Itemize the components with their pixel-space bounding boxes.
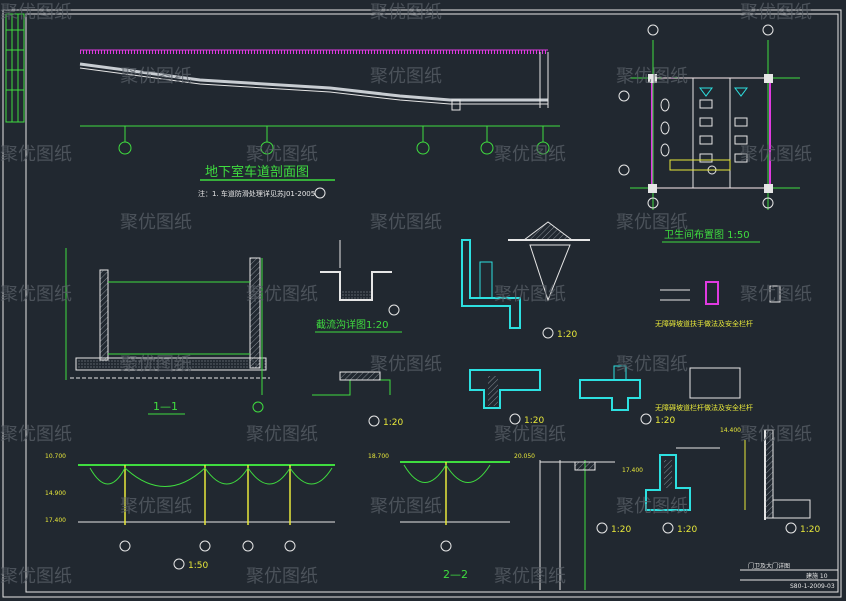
detail-5: 1:20 bbox=[579, 365, 675, 426]
section-2-2: 18.700 2—2 bbox=[368, 453, 510, 581]
detail-5-scale: 1:20 bbox=[655, 416, 675, 426]
detail-3-scale: 1:20 bbox=[383, 418, 403, 428]
svg-text:聚优图纸: 聚优图纸 bbox=[246, 284, 318, 305]
svg-text:聚优图纸: 聚优图纸 bbox=[494, 284, 566, 305]
svg-text:聚优图纸: 聚优图纸 bbox=[370, 66, 442, 87]
axis-bubble bbox=[118, 141, 132, 155]
svg-text:聚优图纸: 聚优图纸 bbox=[0, 2, 72, 23]
railing-note-1: 无障碍坡道扶手做法及安全栏杆 bbox=[655, 319, 753, 328]
elev-5: 20.050 bbox=[514, 453, 535, 460]
toilet-plan-title: 卫生间布置图 1:50 bbox=[664, 228, 750, 241]
svg-text:聚优图纸: 聚优图纸 bbox=[740, 284, 812, 305]
svg-text:聚优图纸: 聚优图纸 bbox=[0, 566, 72, 587]
trench-detail-title: 截流沟详图1:20 bbox=[316, 318, 388, 331]
detail-3: 1:20 bbox=[312, 371, 403, 428]
sheet-border bbox=[2, 9, 842, 598]
axis-bubble bbox=[480, 141, 494, 155]
elev-7: 14.400 bbox=[720, 427, 741, 434]
detail-8-scale: 1:20 bbox=[677, 525, 697, 535]
title-block-project: 门卫及大门详图 bbox=[748, 562, 790, 570]
detail-4-scale: 1:20 bbox=[524, 416, 544, 426]
svg-text:聚优图纸: 聚优图纸 bbox=[0, 144, 72, 165]
svg-text:聚优图纸: 聚优图纸 bbox=[120, 496, 192, 517]
svg-text:聚优图纸: 聚优图纸 bbox=[494, 144, 566, 165]
ramp-section: 地下室车道剖面图 注：1. 车道防滑处理详见苏J01-2005 bbox=[79, 49, 560, 199]
detail-9: 14.400 1:20 bbox=[720, 427, 820, 535]
elev-4: 18.700 bbox=[368, 453, 389, 460]
elev-1: 10.700 bbox=[45, 453, 66, 460]
railing-details: 无障碍坡道扶手做法及安全栏杆 无障碍坡道栏杆做法及安全栏杆 bbox=[655, 281, 781, 412]
railing-note-2: 无障碍坡道栏杆做法及安全栏杆 bbox=[655, 403, 753, 412]
toilet-plan: 卫生间布置图 1:50 bbox=[618, 24, 800, 243]
svg-text:聚优图纸: 聚优图纸 bbox=[370, 496, 442, 517]
svg-text:聚优图纸: 聚优图纸 bbox=[616, 212, 688, 233]
svg-text:聚优图纸: 聚优图纸 bbox=[370, 212, 442, 233]
svg-text:聚优图纸: 聚优图纸 bbox=[740, 424, 812, 445]
title-block-sheet: 建施 10 bbox=[806, 572, 828, 580]
section-2-2-title: 2—2 bbox=[443, 568, 468, 581]
svg-text:聚优图纸: 聚优图纸 bbox=[120, 354, 192, 375]
title-block: 门卫及大门详图 建施 10 S80-1-2009-03 bbox=[740, 562, 838, 590]
svg-text:聚优图纸: 聚优图纸 bbox=[616, 66, 688, 87]
svg-text:聚优图纸: 聚优图纸 bbox=[740, 144, 812, 165]
detail-8: 17.400 1:20 bbox=[622, 447, 720, 535]
trench-detail: 截流沟详图1:20 bbox=[315, 240, 402, 333]
svg-text:聚优图纸: 聚优图纸 bbox=[0, 424, 72, 445]
svg-text:聚优图纸: 聚优图纸 bbox=[246, 144, 318, 165]
svg-text:聚优图纸: 聚优图纸 bbox=[370, 354, 442, 375]
detail-6-elevation: 10.700 14.900 17.400 1:50 bbox=[45, 453, 335, 571]
elev-6: 17.400 bbox=[622, 467, 643, 474]
detail-7: 20.050 1:20 bbox=[514, 453, 631, 590]
svg-text:聚优图纸: 聚优图纸 bbox=[120, 66, 192, 87]
axis-bubble bbox=[416, 141, 430, 155]
svg-text:聚优图纸: 聚优图纸 bbox=[0, 284, 72, 305]
svg-text:聚优图纸: 聚优图纸 bbox=[494, 424, 566, 445]
ramp-note: 注：1. 车道防滑处理详见苏J01-2005 bbox=[198, 189, 315, 198]
detail-6-scale: 1:50 bbox=[188, 561, 208, 571]
svg-text:聚优图纸: 聚优图纸 bbox=[616, 354, 688, 375]
svg-text:聚优图纸: 聚优图纸 bbox=[616, 496, 688, 517]
svg-text:聚优图纸: 聚优图纸 bbox=[246, 566, 318, 587]
detail-2-scale: 1:20 bbox=[557, 330, 577, 340]
inner-frame bbox=[25, 13, 839, 593]
detail-2: 1:20 bbox=[461, 221, 590, 340]
svg-text:聚优图纸: 聚优图纸 bbox=[120, 212, 192, 233]
binding-strip bbox=[5, 13, 25, 123]
svg-text:聚优图纸: 聚优图纸 bbox=[494, 566, 566, 587]
svg-text:聚优图纸: 聚优图纸 bbox=[246, 424, 318, 445]
svg-text:聚优图纸: 聚优图纸 bbox=[740, 2, 812, 23]
elev-2: 14.900 bbox=[45, 490, 66, 497]
ramp-section-title: 地下室车道剖面图 bbox=[205, 164, 309, 180]
title-block-number: S80-1-2009-03 bbox=[790, 583, 835, 590]
detail-7-scale: 1:20 bbox=[611, 525, 631, 535]
svg-text:聚优图纸: 聚优图纸 bbox=[370, 2, 442, 23]
detail-4: 1:20 bbox=[469, 369, 544, 426]
axis-bubble bbox=[260, 141, 274, 155]
elev-3: 17.400 bbox=[45, 517, 66, 524]
axis-bubble bbox=[536, 141, 550, 155]
section-1-1: 1—1 bbox=[65, 248, 270, 415]
watermarks: 聚优图纸 聚优图纸 聚优图纸 聚优图纸 聚优图纸 聚优图纸 聚优图纸 聚优图纸 … bbox=[0, 2, 812, 587]
section-1-1-title: 1—1 bbox=[153, 400, 178, 413]
detail-9-scale: 1:20 bbox=[800, 525, 820, 535]
